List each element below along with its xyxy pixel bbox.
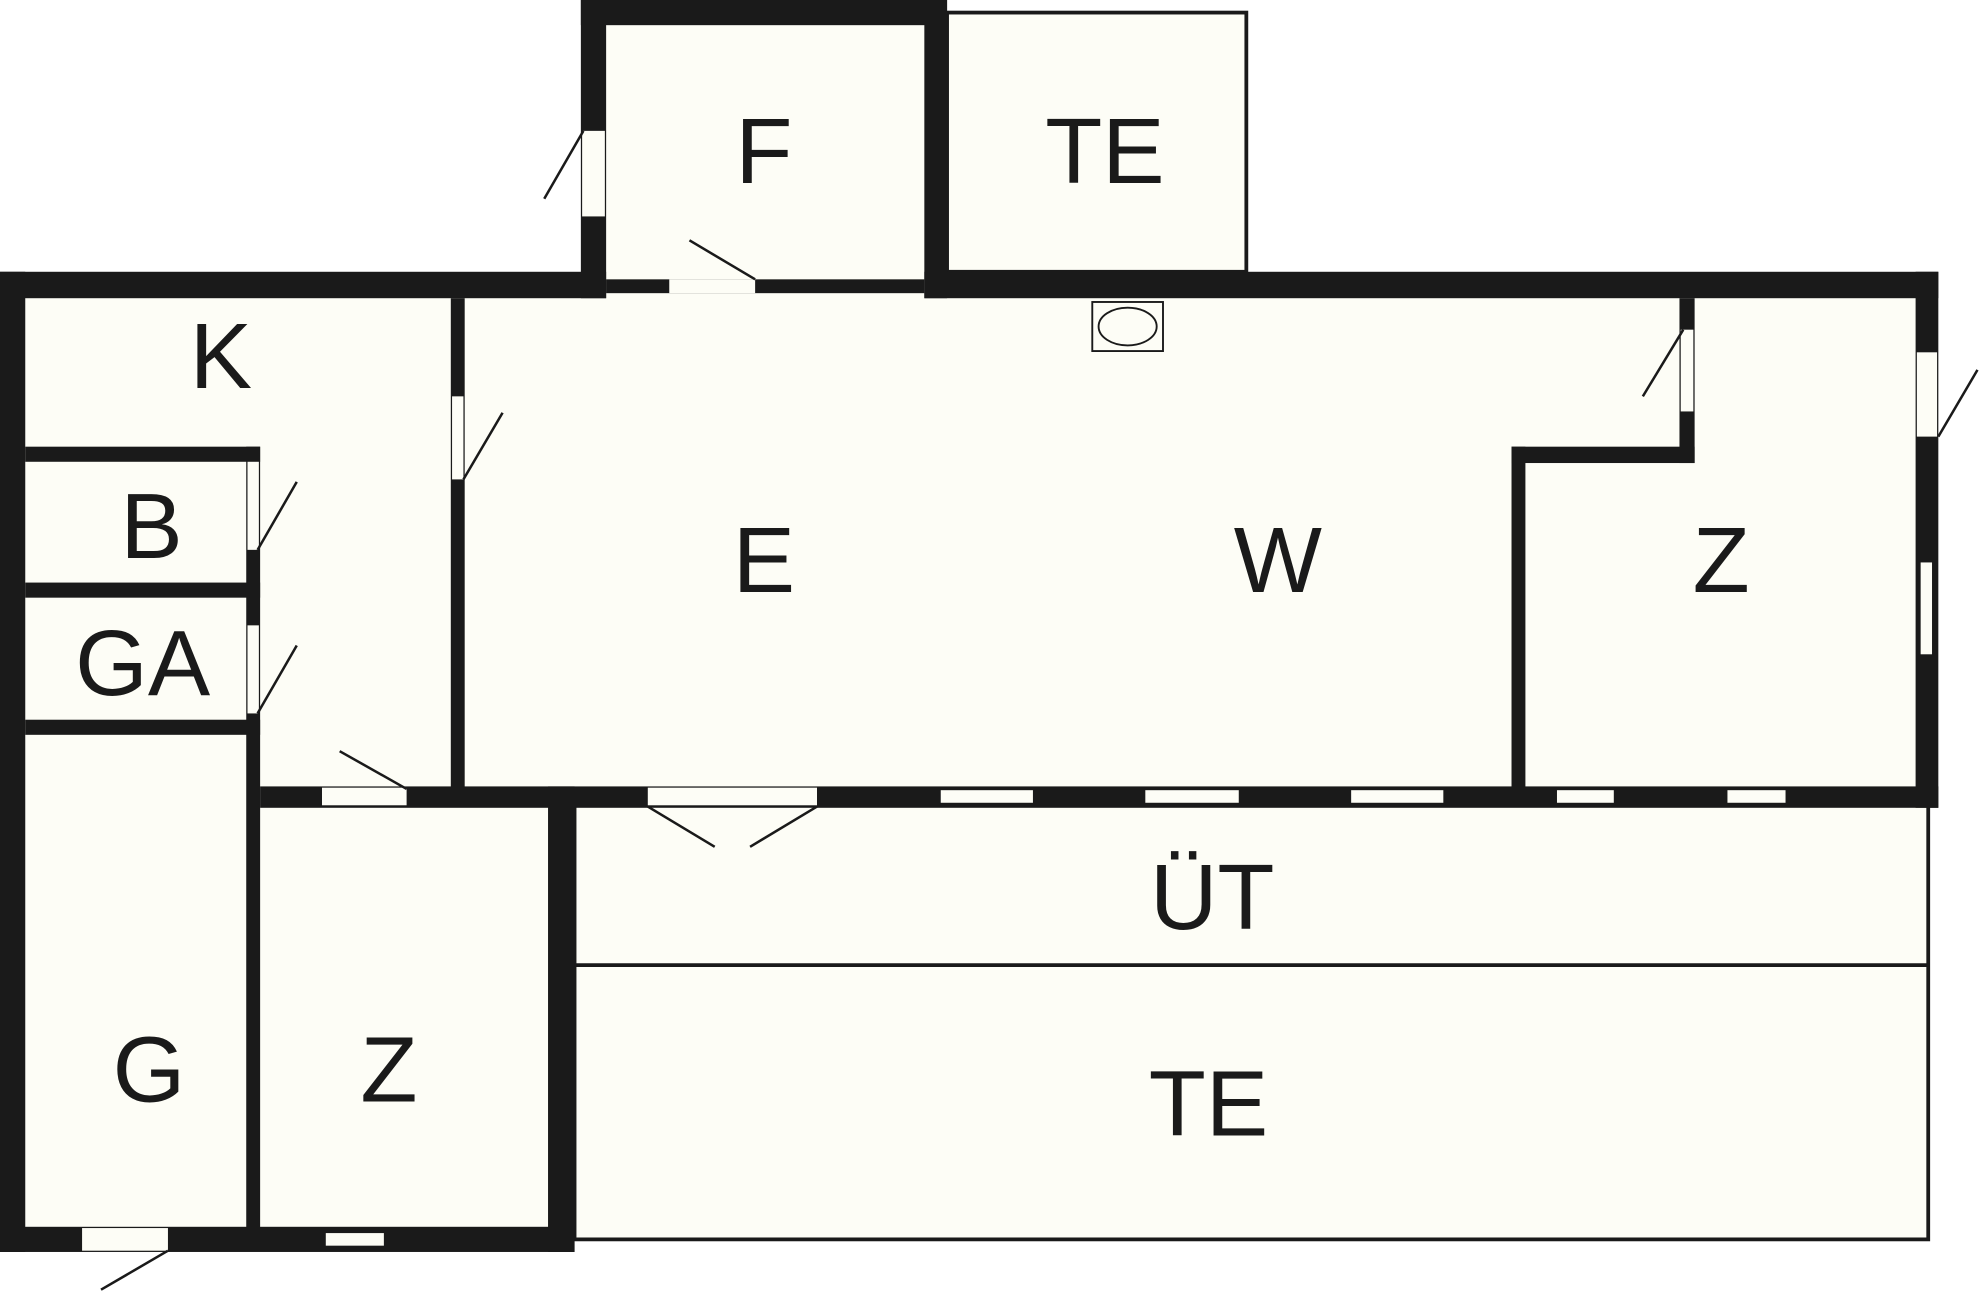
room-label-b: B: [120, 474, 182, 578]
room-label-z-left: Z: [360, 1018, 417, 1122]
room-label-ga: GA: [75, 611, 211, 715]
door-swings: [100, 130, 1979, 1291]
room-label-f: F: [735, 99, 792, 203]
room-label-terrace-top: TE: [1045, 99, 1164, 203]
room-label-g: G: [113, 1018, 186, 1122]
room-label-ut: ÜT: [1150, 845, 1275, 949]
room-label-terrace-bottom: TE: [1149, 1052, 1268, 1156]
floor-areas: [12, 12, 1929, 1240]
fireplace-fixture: [1091, 301, 1164, 352]
room-labels: F TE K B GA E W Z ÜT Z G TE: [75, 99, 1749, 1155]
room-label-k: K: [190, 304, 252, 408]
room-label-w: W: [1234, 508, 1322, 612]
openings: [82, 130, 1938, 1251]
room-label-z-right: Z: [1693, 508, 1750, 612]
room-label-e: E: [733, 508, 795, 612]
windows: [325, 562, 1933, 1246]
